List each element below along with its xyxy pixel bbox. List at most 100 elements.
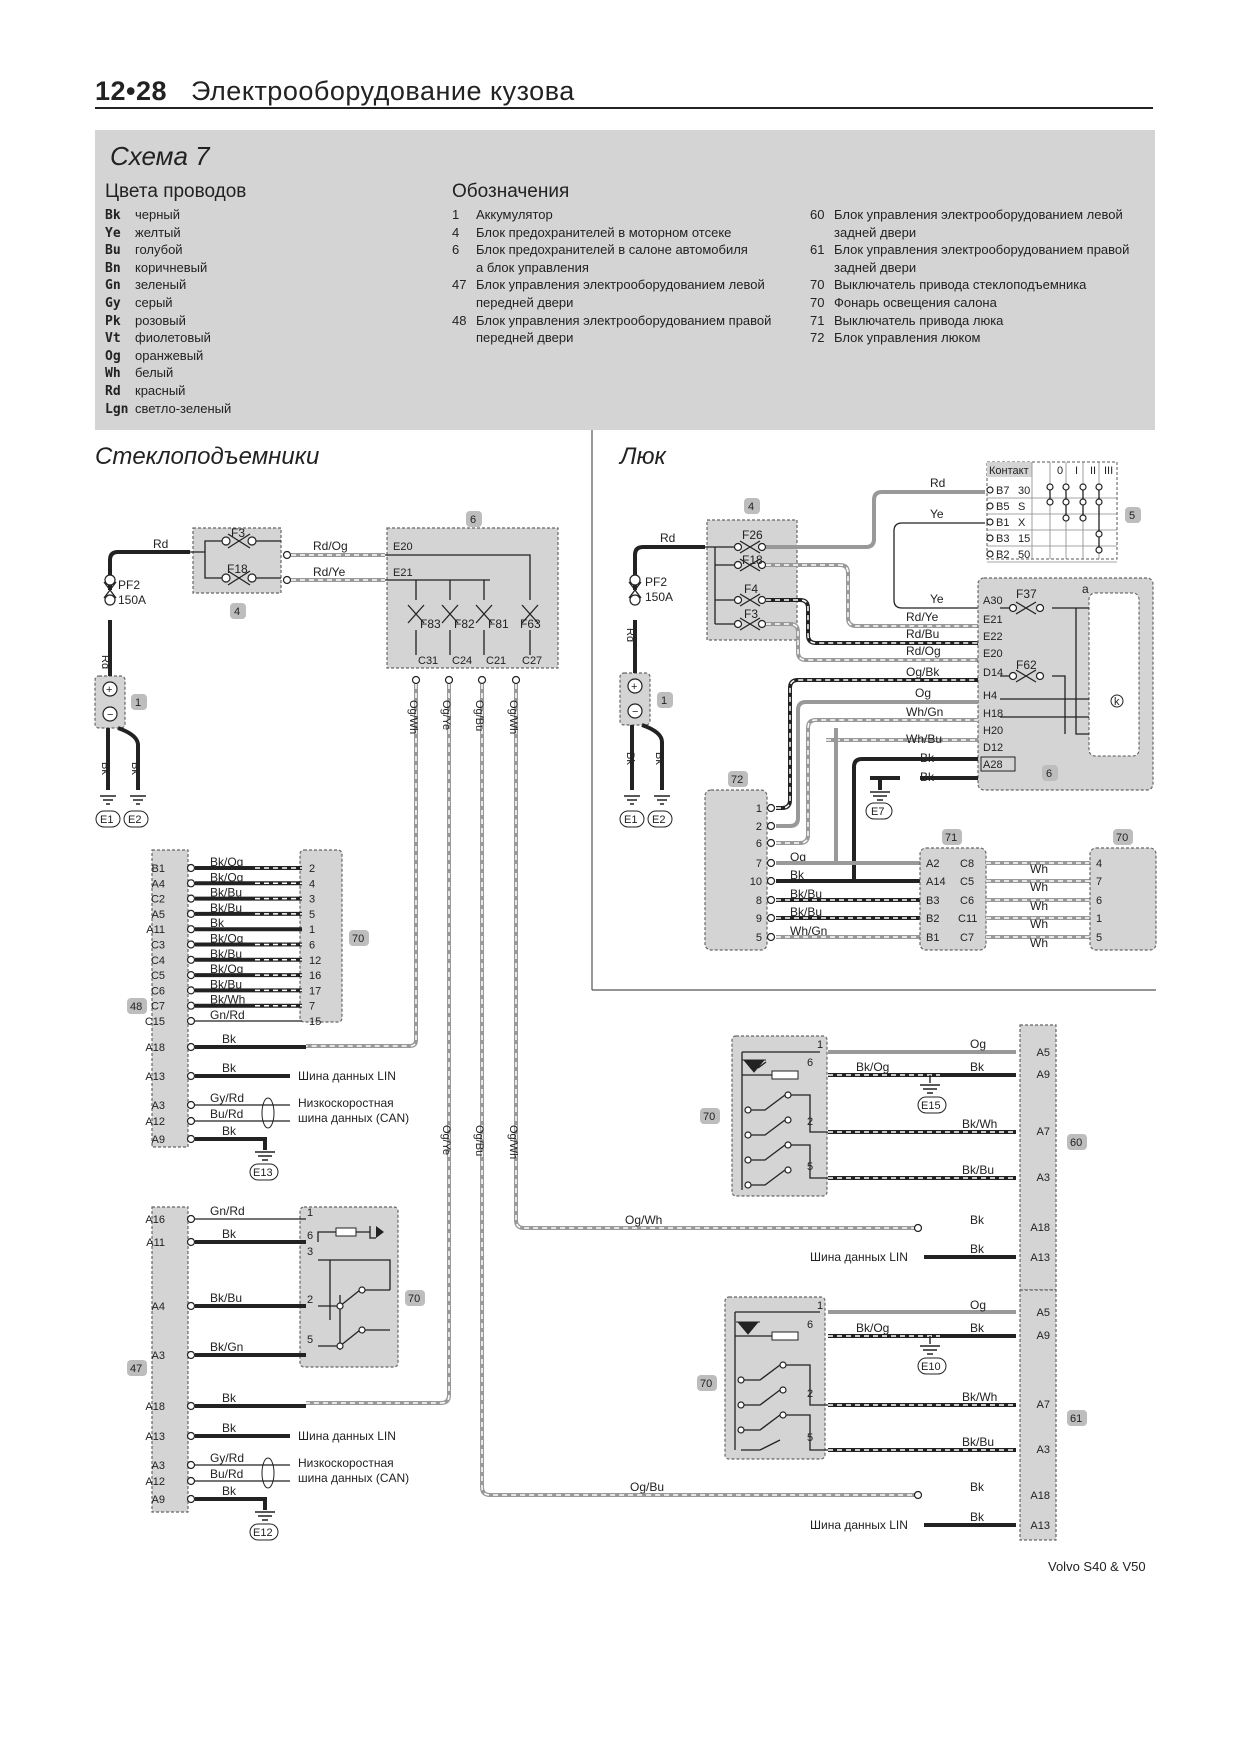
pin-a3-48: A3 <box>152 1100 165 1112</box>
label-bk-wh-61: Bk/Wh <box>962 1390 997 1404</box>
switch70-pin-48: 2 <box>309 863 315 875</box>
label-e12: E12 <box>253 1527 273 1539</box>
wire-color-code: Vt <box>105 331 121 347</box>
switch5-terminal: 50 <box>1018 549 1030 561</box>
wire-color-code: Gn <box>105 278 121 294</box>
label-wh-bu: Wh/Bu <box>906 732 942 746</box>
label-og-wh-3: Og/Wh <box>507 1125 519 1159</box>
wire-label-gn-rd-47: Gn/Rd <box>210 1204 245 1218</box>
pin-a13-48: A13 <box>145 1071 165 1083</box>
switch5-pin-dot <box>986 502 994 510</box>
switch5-pin-dot <box>986 534 994 542</box>
wire-color-code: Rd <box>105 383 121 399</box>
label-og-right: Og <box>915 686 931 700</box>
label-rd-right: Rd <box>660 531 675 545</box>
wire-label-48: Bk/Bu <box>210 886 242 900</box>
designation-row: 48 Блок управления электрооборудованием п… <box>452 312 771 330</box>
label-c27: C27 <box>522 655 542 667</box>
pin-dot-72 <box>766 803 776 813</box>
label-e20-right: E20 <box>983 648 1003 660</box>
wire-label-48: Bk/Wh <box>210 993 245 1007</box>
label-b2: B2 <box>926 913 939 925</box>
label-f62: F62 <box>1016 658 1037 672</box>
label-bk-bu-60: Bk/Bu <box>962 1163 994 1177</box>
pin-48: C6 <box>151 985 165 997</box>
label-wh-3: Wh <box>1030 899 1048 913</box>
label-c24: C24 <box>452 655 472 667</box>
pin-47-5: 5 <box>307 1334 313 1346</box>
pin-a5-61: A5 <box>1037 1307 1050 1319</box>
label-wh-2: Wh <box>1030 880 1048 894</box>
label-e22: E22 <box>983 631 1003 643</box>
pin-a9-60: A9 <box>1037 1069 1050 1081</box>
switch70-pin-48: 6 <box>309 940 315 952</box>
wire-color-code: Bn <box>105 260 121 276</box>
pin-a4-47: A4 <box>152 1301 165 1313</box>
label-bk-a13-60: Bk <box>970 1242 985 1256</box>
label-c11: C11 <box>958 913 977 925</box>
switch5-pin: B5 <box>996 501 1009 513</box>
pin-48: C4 <box>151 955 165 967</box>
designation-text: задней двери <box>834 259 917 275</box>
label-f82: F82 <box>454 617 475 631</box>
wire-label-48: Bk/Bu <box>210 901 242 915</box>
label-switch-5: 5 <box>1129 510 1135 522</box>
designation-text: задней двери <box>834 224 917 240</box>
module-61: 61 70 1 Og A5 6 Bk/Og Bk A9 E10 2 Bk/Wh … <box>630 1289 1087 1541</box>
pin-a18-60: A18 <box>1030 1222 1050 1234</box>
module-47: 47 70 A16 Gn/Rd 1 A11 Bk 6 3 A4 Bk/Bu 2 … <box>127 1204 425 1541</box>
wire-label-72: Wh/Gn <box>790 924 827 938</box>
lamp-70: 70 4 7 6 1 5 <box>1089 829 1157 951</box>
can-label-47b: шина данных (CAN) <box>298 1471 409 1485</box>
label-fusebox-4: 4 <box>234 606 240 618</box>
fuse-box-6-right: k a 6 A30 E21 E22 E20 D14 H4 H18 H20 D12… <box>977 577 1154 791</box>
wire-label-bk-a13-48: Bk <box>222 1061 237 1075</box>
designation-text: Блок управления электрооборудованием пра… <box>476 312 772 328</box>
designation-number: 48 <box>452 312 467 328</box>
svg-text:−: − <box>632 706 638 718</box>
can-label-48b: шина данных (CAN) <box>298 1111 409 1125</box>
designation-text: Фонарь освещения салона <box>834 294 997 310</box>
pin-dot-48 <box>186 925 196 934</box>
pin-48: B1 <box>152 863 165 875</box>
label-e21: E21 <box>393 567 413 579</box>
pin-48: C5 <box>151 970 165 982</box>
wire-label-bk-a9-48: Bk <box>222 1124 237 1138</box>
wire-label-bk-a18-48: Bk <box>222 1032 237 1046</box>
label-a14: A14 <box>926 876 946 888</box>
label-bk-gnd1: Bk <box>99 762 111 775</box>
wire-ye <box>893 522 985 609</box>
label-f3-left: F3 <box>231 526 245 540</box>
designation-text: Блок управления люком <box>834 330 981 346</box>
lin-label-47: Шина данных LIN <box>298 1429 396 1443</box>
label-c21: C21 <box>486 655 506 667</box>
pin-dot-48 <box>186 863 196 873</box>
pin-72: 7 <box>756 858 762 870</box>
label-bk-og-61: Bk/Og <box>856 1321 889 1335</box>
label-rd-vertical-right: Rd <box>624 628 636 642</box>
label-f3-right: F3 <box>744 607 758 621</box>
pin-47-3: 3 <box>307 1246 313 1258</box>
wire-rd-to-switch5 <box>766 490 985 549</box>
pin-72: 2 <box>756 821 762 833</box>
pin-72: 9 <box>756 913 762 925</box>
label-e1-right: E1 <box>624 814 637 826</box>
label-f63: F63 <box>520 617 541 631</box>
header-rule <box>95 107 1153 109</box>
lamp70-pin-4: 4 <box>1096 858 1102 870</box>
label-pf2: PF2 <box>118 578 140 592</box>
wire-color-code: Pk <box>105 313 121 329</box>
label-og-wh-2: Og/Wh <box>507 700 519 734</box>
label-bk-gnd2: Bk <box>129 762 141 775</box>
pin-dot-48 <box>186 879 196 888</box>
pin-a5-60: A5 <box>1037 1047 1050 1059</box>
switch70-pin-48: 7 <box>309 1001 315 1013</box>
pin-dot-48 <box>186 986 196 995</box>
switch70-pin-48: 4 <box>309 878 315 890</box>
